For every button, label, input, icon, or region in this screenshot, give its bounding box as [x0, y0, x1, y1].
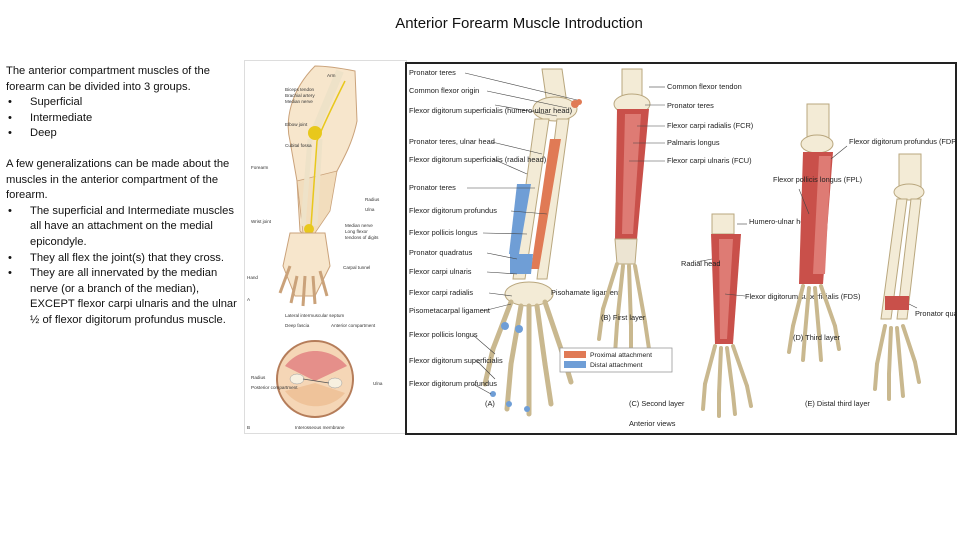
legend: Proximal attachment Distal attachment — [559, 347, 673, 373]
label-panel-a: A — [247, 297, 251, 302]
label-cubital-fossa: Cubital fossa — [285, 143, 312, 148]
label-forearm: Forearm — [251, 165, 269, 170]
label-ulna-b: Ulna — [373, 381, 383, 386]
caption-d: (D) Third layer — [793, 333, 841, 342]
label-ulna: Ulna — [365, 207, 375, 212]
label-e-0: Pronator quadratus — [915, 309, 955, 318]
label-a-11: Pisometacarpal ligament — [409, 306, 490, 315]
label-arm: Arm — [327, 73, 336, 78]
legend-proximal-swatch — [564, 351, 586, 358]
label-tendons-of-digits: tendons of digits — [345, 235, 379, 240]
label-b-4: Flexor carpi ulnaris (FCU) — [667, 156, 752, 165]
label-a-5: Pronator teres — [409, 183, 456, 192]
panel-c-arm — [701, 213, 753, 418]
label-radius-b: Radius — [251, 375, 266, 380]
slide-title: Anterior Forearm Muscle Introduction — [395, 15, 643, 32]
generalization-item: They are all innervated by the median ne… — [6, 266, 242, 328]
forearm-layers-illustration: Pronator teres Common flexor origin Flex… — [409, 68, 960, 428]
label-wrist-joint: Wrist joint — [251, 219, 272, 224]
label-b-2: Flexor carpi radialis (FCR) — [667, 121, 753, 130]
caption-e: (E) Distal third layer — [805, 399, 870, 408]
label-carpal-tunnel: Carpal tunnel — [343, 265, 370, 270]
label-a-7: Flexor pollicis longus — [409, 228, 478, 237]
caption-a: (A) — [485, 399, 495, 408]
legend-proximal-label: Proximal attachment — [590, 352, 652, 359]
panel-e-arm — [873, 153, 925, 401]
label-a-2: Flexor digitorum superficialis (humero-u… — [409, 106, 572, 115]
panel-a-skeleton — [482, 68, 582, 417]
label-a-3: Pronator teres, ulnar head — [409, 137, 495, 146]
panel-b-arm — [597, 68, 651, 358]
label-anterior-compartment: Anterior compartment — [331, 323, 376, 328]
label-interosseous-membrane: Interosseous membrane — [295, 425, 345, 430]
label-median-nerve: Median nerve — [285, 99, 313, 104]
generalizations-paragraph: A few generalizations can be made about … — [6, 157, 230, 202]
label-a-14: Flexor digitorum profundus — [409, 379, 497, 388]
caption-views: Anterior views — [629, 419, 676, 428]
generalizations-list: The superficial and Intermediate muscles… — [6, 204, 242, 329]
label-a-4: Flexor digitorum superficialis (radial h… — [409, 155, 546, 164]
label-a-8: Pronator quadratus — [409, 248, 473, 257]
label-long-flexor: Long flexor — [345, 229, 368, 234]
arm-overview-illustration: Arm Biceps tendon Brachial artery Median… — [247, 65, 383, 430]
label-a-13: Flexor digitorum superficialis — [409, 356, 503, 365]
label-biceps-tendon: Biceps tendon — [285, 87, 315, 92]
label-median-nerve-2: Median nerve — [345, 223, 373, 228]
body-text: The anterior compartment muscles of the … — [6, 64, 242, 329]
label-radius: Radius — [365, 197, 380, 202]
label-d-0: Flexor digitorum profundus (FDP) — [849, 137, 955, 146]
caption-b: (B) First layer — [601, 313, 646, 322]
group-item: Intermediate — [6, 111, 242, 127]
label-c-1: Radial head — [681, 259, 720, 268]
label-a-12: Flexor pollicis longus — [409, 330, 478, 339]
label-b-3: Palmaris longus — [667, 138, 720, 147]
label-brachial-artery: Brachial artery — [285, 93, 315, 98]
label-elbow-joint: Elbow joint — [285, 122, 308, 127]
label-c-2: Flexor digitorum superficialis (FDS) — [745, 292, 860, 301]
label-c-0: Humero-ulnar head — [749, 217, 813, 226]
caption-c: (C) Second layer — [629, 399, 685, 408]
label-a-10: Flexor carpi radialis — [409, 288, 473, 297]
label-pisohamate: Pisohamate ligament — [551, 288, 620, 297]
label-deep-fascia: Deep fascia — [285, 323, 310, 328]
arm-overview-figure: Arm Biceps tendon Brachial artery Median… — [244, 60, 407, 434]
label-lateral-septum: Lateral intermuscular septum — [285, 313, 344, 318]
legend-distal-swatch — [564, 361, 586, 368]
forearm-muscle-layers-figure: Pronator teres Common flexor origin Flex… — [405, 62, 960, 435]
label-a-1: Common flexor origin — [409, 86, 479, 95]
generalization-item: The superficial and Intermediate muscles… — [6, 204, 242, 251]
intro-paragraph: The anterior compartment muscles of the … — [6, 65, 210, 93]
label-d-1: Flexor pollicis longus (FPL) — [773, 175, 862, 184]
legend-distal-label: Distal attachment — [590, 362, 643, 369]
groups-list: Superficial Intermediate Deep — [6, 95, 242, 142]
label-a-9: Flexor carpi ulnaris — [409, 267, 472, 276]
generalization-item: They all flex the joint(s) that they cro… — [6, 251, 242, 267]
label-posterior-compartment: Posterior compartment — [251, 385, 298, 390]
label-a-6: Flexor digitorum profundus — [409, 206, 497, 215]
label-b-0: Common flexor tendon — [667, 82, 742, 91]
group-item: Superficial — [6, 95, 242, 111]
group-item: Deep — [6, 126, 242, 142]
label-a-0: Pronator teres — [409, 68, 456, 77]
panel-d-arm — [787, 103, 841, 362]
label-b-1: Pronator teres — [667, 101, 714, 110]
label-hand: Hand — [247, 275, 258, 280]
label-panel-b: B — [247, 425, 250, 430]
